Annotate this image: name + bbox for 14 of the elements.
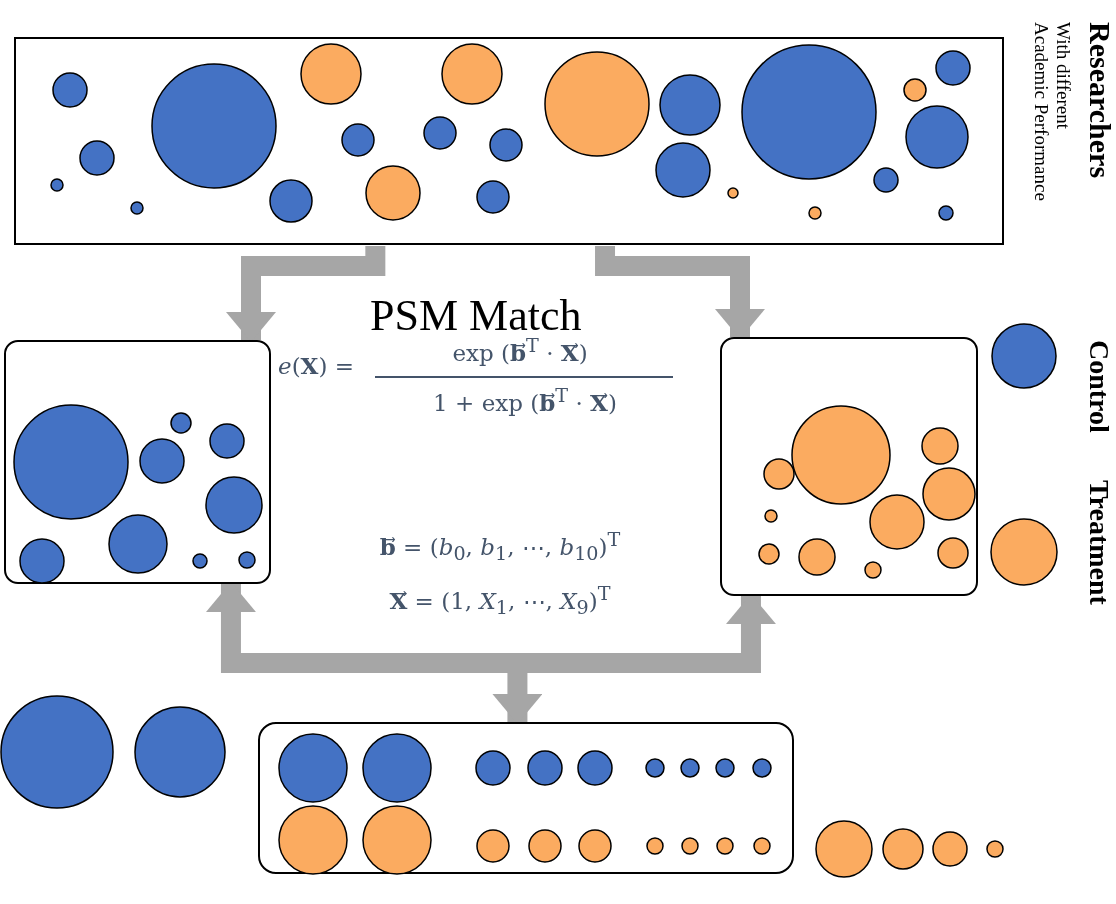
- arrow: [226, 246, 386, 342]
- group-box: [720, 337, 978, 596]
- formula-text: e(X) =: [278, 352, 355, 379]
- legend-label: Treatment: [1083, 480, 1115, 605]
- group-box: [4, 340, 271, 584]
- subtitle: With different Academic Performance: [1030, 22, 1074, 203]
- arrow: [205, 582, 776, 673]
- formula-text: b⃗ = (b$_{0}$, b$_{1}$, ⋯, b$_{10}$)$^{T}$: [378, 528, 622, 566]
- group-box: [14, 37, 1004, 245]
- group-box: [258, 722, 794, 874]
- arrow: [492, 672, 543, 724]
- heading: Researchers: [1083, 22, 1116, 179]
- legend-label: Control: [1083, 340, 1115, 433]
- arrow: [595, 246, 765, 339]
